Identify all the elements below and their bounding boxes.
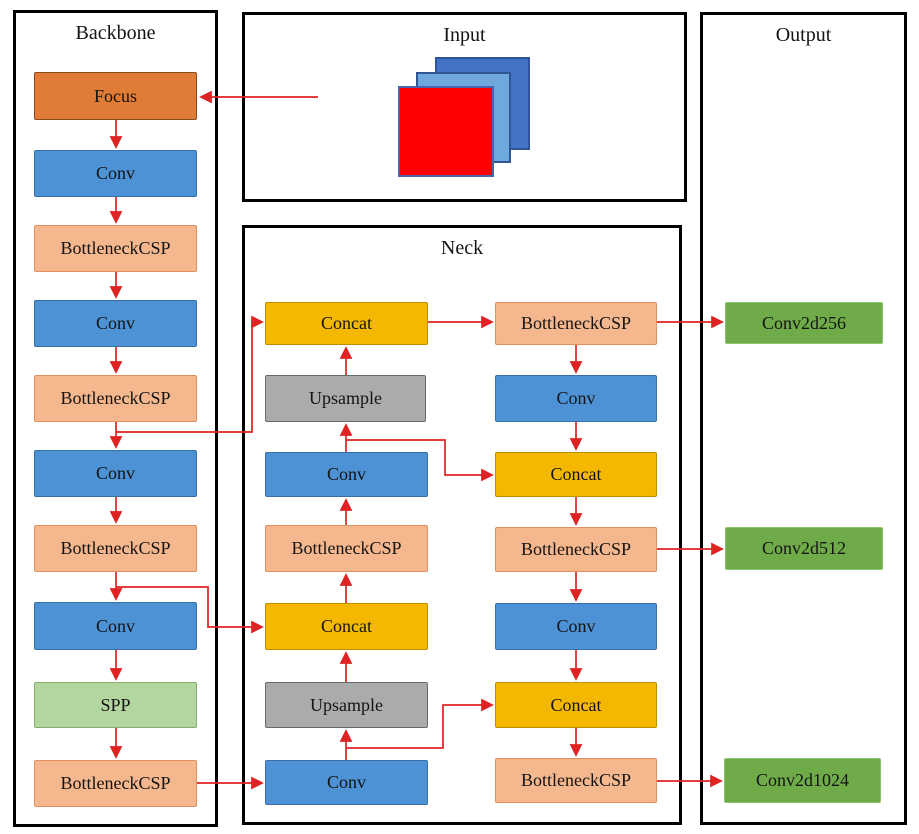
panel-title-backbone: Backbone	[75, 22, 156, 44]
node-neck-concat-top: Concat	[265, 302, 428, 345]
node-backbone-bcsp1: BottleneckCSP	[34, 225, 197, 272]
node-neck-bcsp-r1: BottleneckCSP	[495, 302, 657, 345]
node-output-conv2d1024: Conv2d1024	[724, 758, 881, 803]
node-backbone-bcsp2: BottleneckCSP	[34, 375, 197, 422]
node-neck-concat-mid: Concat	[265, 603, 428, 650]
panel-title-output: Output	[775, 24, 832, 46]
node-neck-bcsp-r2: BottleneckCSP	[495, 527, 657, 572]
node-neck-bcsp-r3: BottleneckCSP	[495, 758, 657, 803]
node-backbone-conv3: Conv	[34, 450, 197, 497]
node-backbone-bcsp4: BottleneckCSP	[34, 760, 197, 807]
node-neck-upsample-bottom: Upsample	[265, 682, 428, 728]
node-neck-upsample-top: Upsample	[265, 375, 426, 422]
node-neck-concat-r1: Concat	[495, 452, 657, 497]
node-neck-conv-r2: Conv	[495, 603, 657, 650]
node-output-conv2d512: Conv2d512	[725, 527, 883, 570]
node-backbone-bcsp3: BottleneckCSP	[34, 525, 197, 572]
panel-title-neck: Neck	[440, 237, 484, 259]
node-backbone-focus: Focus	[34, 72, 197, 120]
node-neck-bcsp-left: BottleneckCSP	[265, 525, 428, 572]
panel-title-input: Input	[443, 24, 486, 46]
node-backbone-spp: SPP	[34, 682, 197, 728]
node-output-conv2d256: Conv2d256	[725, 302, 883, 344]
panel-output: Output	[700, 12, 907, 825]
image-layer-front	[398, 86, 494, 177]
node-neck-concat-r2: Concat	[495, 682, 657, 728]
node-backbone-conv1: Conv	[34, 150, 197, 197]
node-neck-conv-bottom: Conv	[265, 760, 428, 805]
node-neck-conv-mid: Conv	[265, 452, 428, 497]
node-neck-conv-r1: Conv	[495, 375, 657, 422]
node-backbone-conv4: Conv	[34, 602, 197, 650]
node-backbone-conv2: Conv	[34, 300, 197, 347]
